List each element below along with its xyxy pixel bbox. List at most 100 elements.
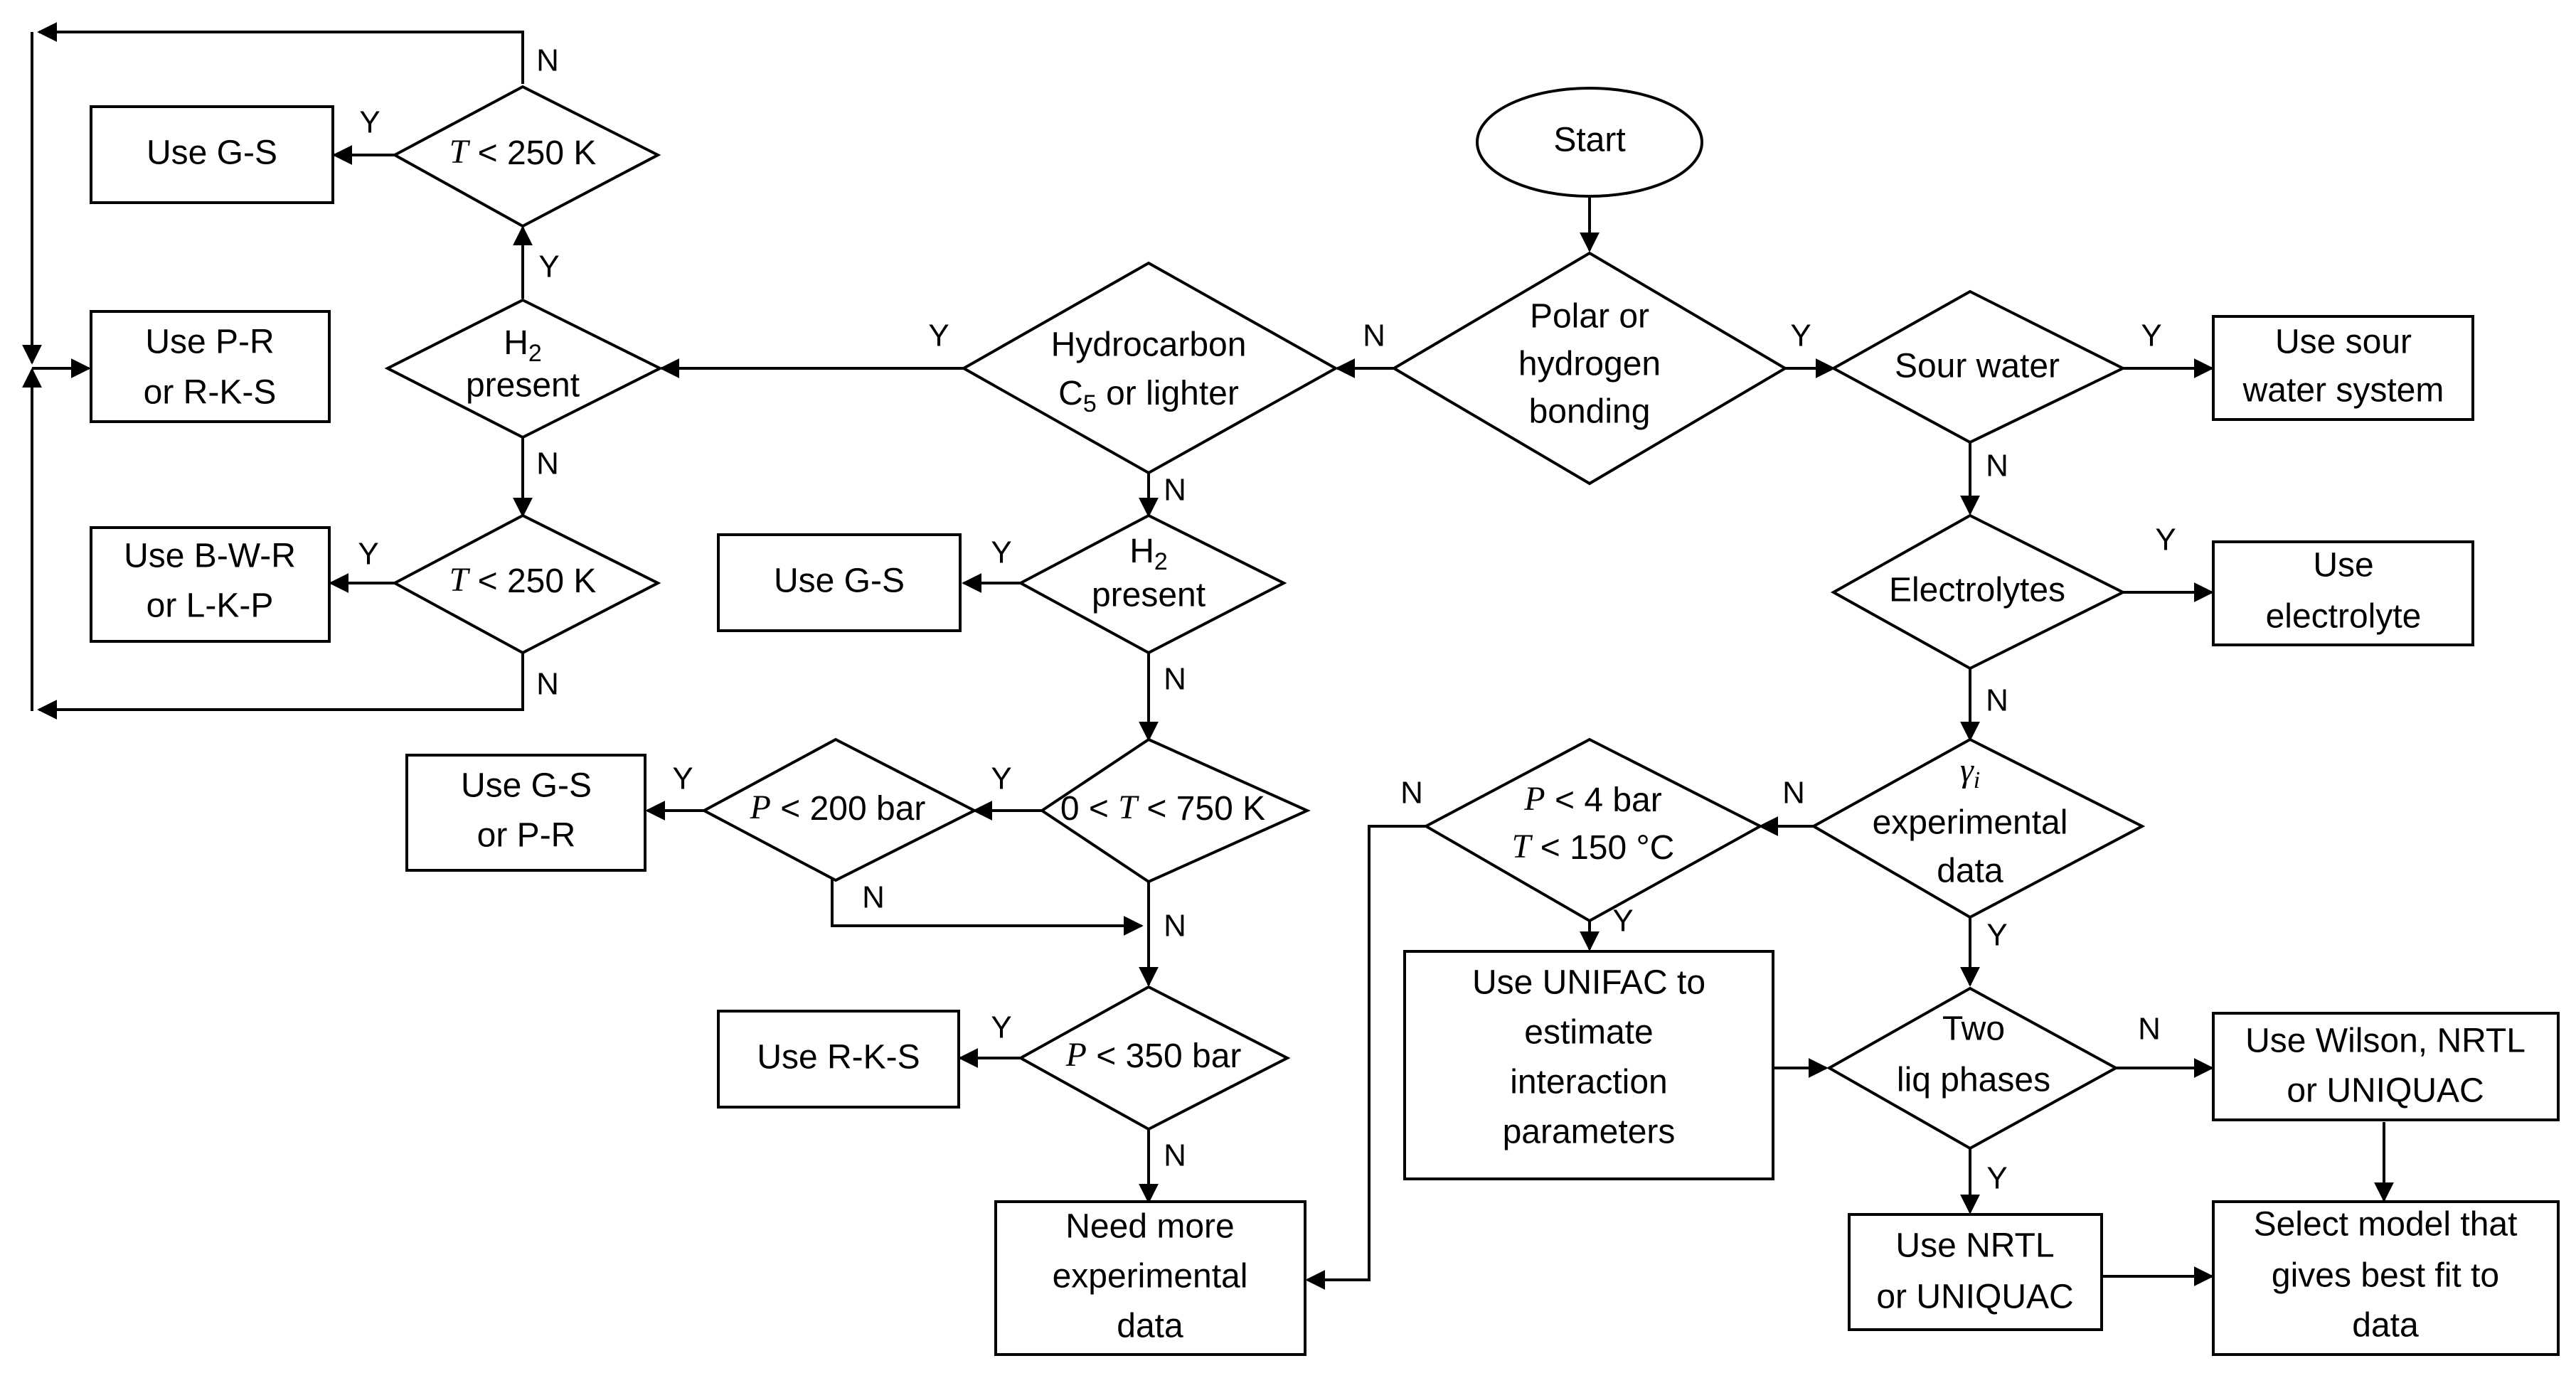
box-electrolyte-line1: Use <box>2313 547 2373 584</box>
decision-h2-mid-line2: present <box>1092 577 1205 614</box>
label-p350-no: N <box>1164 1138 1186 1173</box>
decision-p200: P < 200 bar <box>701 737 978 882</box>
decision-h2-mid: H2 present <box>1017 513 1287 655</box>
label-gamma-no: N <box>1782 776 1805 811</box>
label-t250bottom-no: N <box>536 667 559 702</box>
label-h2mid-yes: Y <box>991 535 1011 570</box>
decision-two-liq: Two liq phases <box>1826 986 2119 1150</box>
box-need-more-line3: data <box>1117 1308 1183 1345</box>
decision-p4-line1: P < 4 bar <box>1523 780 1661 819</box>
edge-t250bottom-no <box>37 653 524 720</box>
box-unifac-line1: Use UNIFAC to <box>1472 964 1705 1002</box>
label-twoliq-yes: Y <box>1986 1161 2007 1196</box>
box-nrtl: Use NRTL or UNIQUAC <box>1848 1213 2103 1331</box>
decision-polar-line1: Polar or <box>1530 298 1649 336</box>
label-h2mid-no: N <box>1164 662 1186 697</box>
decision-t750: 0 < T < 750 K <box>1039 737 1311 884</box>
decision-p350-label: P < 350 bar <box>1065 1036 1242 1075</box>
decision-p350: P < 350 bar <box>1017 985 1291 1131</box>
decision-hydrocarbon-line2: C5 or lighter <box>1058 375 1239 417</box>
decision-t250-bottom-label: T < 250 K <box>449 561 597 600</box>
box-bwr-lkp: Use B-W-R or L-K-P <box>90 526 331 643</box>
label-t250top-yes: Y <box>359 105 380 140</box>
decision-polar: Polar or hydrogen bonding <box>1391 251 1788 486</box>
label-polar-no: N <box>1363 319 1385 353</box>
box-sour-system-line1: Use sour <box>2275 324 2412 361</box>
label-t250bottom-yes: Y <box>358 537 378 572</box>
box-nrtl-line2: or UNIQUAC <box>1876 1278 2073 1316</box>
label-p4-yes: Y <box>1612 904 1633 939</box>
decision-t250-top-label: T < 250 K <box>449 133 597 172</box>
box-wilson-line2: or UNIQUAC <box>2287 1072 2484 1110</box>
box-need-more-line1: Need more <box>1065 1208 1234 1246</box>
box-electrolyte-line2: electrolyte <box>2266 598 2422 636</box>
box-select: Select model that gives best fit to data <box>2212 1200 2560 1356</box>
box-electrolyte: Use electrolyte <box>2212 540 2474 646</box>
decision-two-liq-line2: liq phases <box>1897 1062 2050 1099</box>
decision-polar-line3: bonding <box>1529 393 1651 431</box>
decision-t250-top: T < 250 K <box>391 85 661 228</box>
label-h2left-no: N <box>536 447 559 481</box>
decision-h2-left: H2 present <box>384 298 664 439</box>
decision-p4-line2: T < 150 °C <box>1512 828 1675 867</box>
label-p200-no: N <box>862 880 885 915</box>
edge-p200-no <box>831 878 1144 936</box>
decision-h2-left-line2: present <box>466 367 580 405</box>
box-select-line3: data <box>2352 1307 2419 1345</box>
box-rks: Use R-K-S <box>717 1010 960 1109</box>
decision-h2-left-line1: H2 <box>504 324 542 367</box>
box-pr-rks: Use P-R or R-K-S <box>90 310 331 423</box>
box-nrtl-line1: Use NRTL <box>1895 1227 2054 1265</box>
box-gs-pr-line2: or P-R <box>477 817 576 855</box>
box-pr-rks-line1: Use P-R <box>145 324 274 361</box>
label-hydrocarbon-yes: Y <box>928 319 949 353</box>
box-gs-pr-line1: Use G-S <box>461 767 592 805</box>
decision-gamma-line2: experimental <box>1873 804 2068 842</box>
edge-labels: N Y Y N Y N Y N N Y N Y Y N N Y N Y Y N … <box>358 43 2176 1196</box>
decision-gamma-line1: γi <box>1960 752 1980 794</box>
label-twoliq-no: N <box>2138 1012 2161 1047</box>
box-sour-system: Use sour water system <box>2212 315 2474 421</box>
decision-p200-label: P < 200 bar <box>750 789 926 828</box>
decision-gamma-line3: data <box>1937 853 2003 890</box>
box-gs-mid-label: Use G-S <box>774 562 905 600</box>
label-electrolytes-yes: Y <box>2155 523 2176 557</box>
decision-hydrocarbon: Hydrocarbon C5 or lighter <box>960 261 1339 475</box>
decision-two-liq-line1: Two <box>1942 1010 2005 1048</box>
label-t750-no: N <box>1164 909 1186 944</box>
connectors <box>22 22 2394 1290</box>
label-electrolytes-no: N <box>1986 683 2008 718</box>
label-t750-yes: Y <box>991 762 1011 796</box>
box-gs-pr: Use G-S or P-R <box>405 754 646 872</box>
box-unifac: Use UNIFAC to estimate interaction param… <box>1403 950 1774 1180</box>
box-rks-label: Use R-K-S <box>757 1039 920 1077</box>
label-hydrocarbon-no: N <box>1164 473 1186 508</box>
decision-sour-label: Sour water <box>1895 348 2060 385</box>
box-select-line1: Select model that <box>2254 1206 2518 1244</box>
box-need-more: Need more experimental data <box>994 1200 1306 1356</box>
start-label: Start <box>1553 122 1625 159</box>
box-unifac-line2: estimate <box>1524 1014 1653 1052</box>
label-p4-no: N <box>1400 776 1423 811</box>
box-unifac-line3: interaction <box>1510 1064 1667 1101</box>
decision-hydrocarbon-line1: Hydrocarbon <box>1051 326 1247 364</box>
label-sour-yes: Y <box>2141 319 2161 353</box>
label-p350-yes: Y <box>991 1010 1011 1045</box>
box-wilson-line1: Use Wilson, NRTL <box>2245 1022 2526 1060</box>
decision-p4: P < 4 bar T < 150 °C <box>1422 737 1764 923</box>
label-polar-yes: Y <box>1790 319 1811 353</box>
box-need-more-line2: experimental <box>1053 1258 1248 1296</box>
decision-t250-bottom: T < 250 K <box>391 513 661 655</box>
box-gs-top-label: Use G-S <box>147 134 277 172</box>
decision-gamma: γi experimental data <box>1810 737 2146 919</box>
decision-electrolytes-label: Electrolytes <box>1889 572 2065 609</box>
label-h2left-yes: Y <box>538 250 559 284</box>
decision-polar-line2: hydrogen <box>1518 346 1661 383</box>
start-node: Start <box>1476 87 1703 198</box>
edge-p4-needmore <box>1305 825 1426 1290</box>
box-gs-mid: Use G-S <box>717 533 962 632</box>
box-gs-top: Use G-S <box>90 105 334 204</box>
decision-t750-label: 0 < T < 750 K <box>1060 789 1265 828</box>
box-unifac-line4: parameters <box>1503 1113 1676 1151</box>
